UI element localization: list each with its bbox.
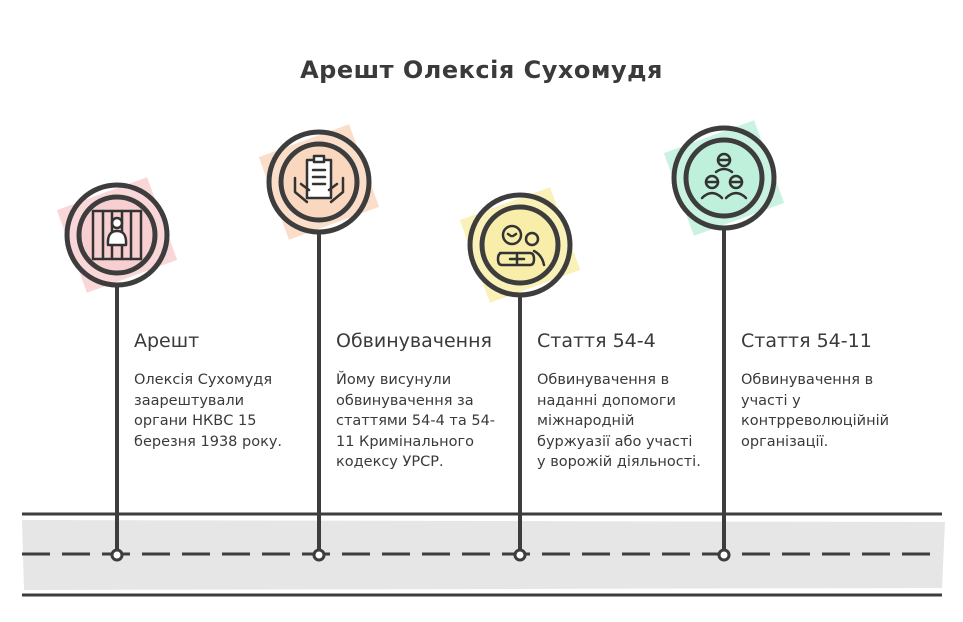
event-title: Арешт <box>134 330 200 352</box>
timeline-marker <box>56 177 178 562</box>
timeline-dot <box>312 548 326 562</box>
event-description: Обвинувачення в наданні допомоги міжнаро… <box>537 372 701 470</box>
document-in-hands-icon <box>293 154 345 204</box>
prison-bars-icon <box>91 209 143 261</box>
marker-outer-ring <box>467 192 573 298</box>
event-description: Обвинувачення в участі у контрреволюційн… <box>741 372 890 450</box>
event-title: Стаття 54-11 <box>741 330 872 352</box>
timeline-dot <box>110 548 124 562</box>
organization-group-icon <box>700 152 748 200</box>
event-title: Обвинувачення <box>336 330 492 352</box>
event-description: Олексія Сухомудя заарештували органи НКВ… <box>134 372 283 450</box>
timeline-marker <box>258 124 380 562</box>
marker-inner-ring <box>479 204 561 286</box>
timeline-marker <box>459 187 581 562</box>
marker-outer-ring <box>64 182 170 288</box>
marker-outer-ring <box>671 125 777 231</box>
timeline-dot <box>717 548 731 562</box>
conspiring-people-icon <box>496 224 546 267</box>
marker-inner-ring <box>683 137 765 219</box>
timeline-marker <box>663 120 785 562</box>
timeline-dot <box>513 548 527 562</box>
event-title: Стаття 54-4 <box>537 330 656 352</box>
event-description: Йому висунули обвинувачення за статтями … <box>336 372 496 470</box>
marker-outer-ring <box>266 129 372 235</box>
diagram-title: Арешт Олексія Сухомудя <box>300 56 663 84</box>
road <box>22 512 945 597</box>
